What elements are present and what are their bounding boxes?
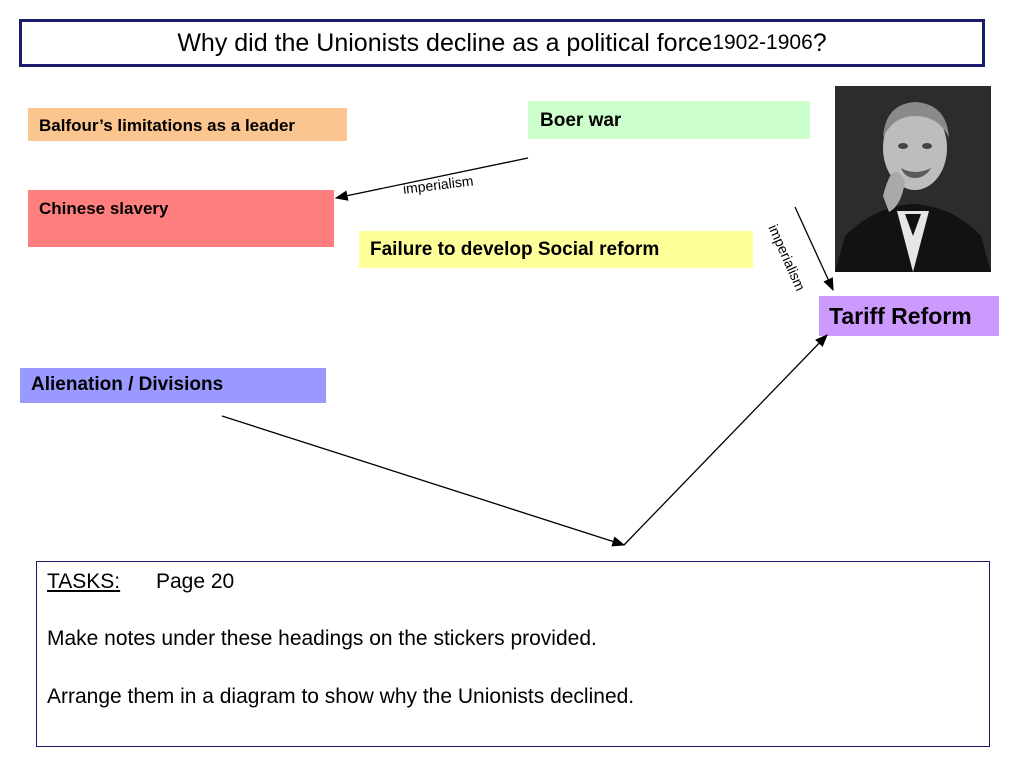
- title-years: 1902-1906: [712, 31, 813, 54]
- arrow-up-to-tariff: [623, 334, 828, 546]
- sticker-alienation[interactable]: Alienation / Divisions: [20, 368, 326, 403]
- title-question-mark: ?: [812, 28, 827, 57]
- sticker-boer-war[interactable]: Boer war: [528, 101, 810, 139]
- sticker-social-reform[interactable]: Failure to develop Social reform: [359, 231, 753, 268]
- title-text: Why did the Unionists decline as a polit…: [177, 28, 713, 57]
- tasks-line-2: Arrange them in a diagram to show why th…: [47, 685, 635, 708]
- arrow-boer-to-chinese: [334, 157, 529, 201]
- sticker-chinese-slavery[interactable]: Chinese slavery: [28, 190, 334, 247]
- arrow-to-tariff: [794, 206, 834, 292]
- arrow-alienation-down: [221, 415, 626, 547]
- sticker-tariff-reform[interactable]: Tariff Reform: [819, 296, 999, 336]
- sticker-balfour[interactable]: Balfour’s limitations as a leader: [28, 108, 347, 141]
- title-box: Why did the Unionists decline as a polit…: [19, 19, 985, 67]
- portrait-image: [835, 86, 991, 272]
- tasks-page: Page 20: [155, 570, 235, 593]
- tasks-line-1: Make notes under these headings on the s…: [47, 627, 597, 650]
- tasks-heading: TASKS:: [47, 570, 121, 593]
- tasks-box: TASKS: Page 20 Make notes under these he…: [36, 561, 990, 747]
